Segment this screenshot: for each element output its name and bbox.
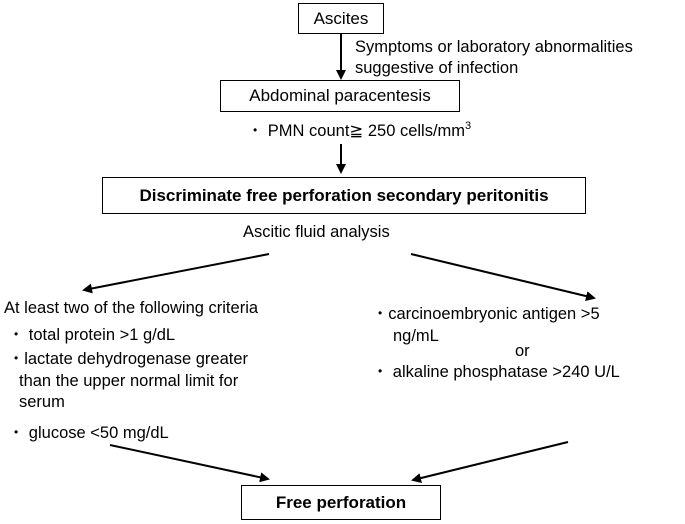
left-criterion-ldh: lactate dehydrogenase greater than the u…: [14, 349, 248, 413]
right-criterion-cea: carcinoembryonic antigen >5 ng/mL: [378, 304, 600, 347]
pmn-count-criterion: PMN count≧ 250 cells/mm3: [253, 121, 471, 143]
infection-note-line1: Symptoms or laboratory abnormalities: [355, 38, 633, 56]
right-criterion-alp: alkaline phosphatase >240 U/L: [378, 362, 620, 384]
pmn-symbol: ≧: [349, 122, 364, 140]
left-criterion-total-protein-text: total protein >1 g/dL: [28, 326, 176, 344]
cea-line1: carcinoembryonic antigen >5: [388, 305, 600, 323]
paracentesis-box: Abdominal paracentesis: [220, 80, 460, 112]
pmn-prefix: PMN count: [267, 122, 350, 140]
paracentesis-label: Abdominal paracentesis: [249, 86, 431, 105]
discriminate-box: Discriminate free perforation secondary …: [102, 177, 586, 214]
right-criterion-alp-text: alkaline phosphatase >240 U/L: [392, 363, 620, 381]
ldh-line1: lactate dehydrogenase greater: [24, 350, 249, 368]
ldh-line2: than the upper normal limit for: [19, 372, 239, 390]
arrow-left-criteria-to-free-perforation: [109, 444, 270, 483]
pmn-value: 250 cells/mm: [367, 122, 466, 140]
arrow-right-criteria-to-free-perforation: [411, 441, 569, 483]
ascites-box: Ascites: [298, 3, 384, 34]
right-criteria-or: or: [515, 342, 530, 360]
free-perforation-box: Free perforation: [241, 485, 441, 520]
free-perforation-label: Free perforation: [275, 492, 407, 512]
left-criteria-heading: At least two of the following criteria: [4, 299, 259, 317]
infection-note-line2: suggestive of infection: [355, 59, 519, 77]
left-criterion-glucose: glucose <50 mg/dL: [14, 423, 169, 445]
infection-note: Symptoms or laboratory abnormalities sug…: [355, 37, 633, 79]
ldh-line3: serum: [19, 393, 65, 411]
left-criterion-total-protein: total protein >1 g/dL: [14, 325, 175, 347]
ascitic-fluid-analysis: Ascitic fluid analysis: [243, 223, 390, 241]
ascites-label: Ascites: [313, 8, 369, 28]
left-criterion-glucose-text: glucose <50 mg/dL: [28, 424, 169, 442]
cea-line2: ng/mL: [393, 327, 439, 345]
arrow-analysis-to-right-criteria: [410, 253, 596, 301]
arrow-analysis-to-left-criteria: [82, 253, 270, 294]
pmn-superscript: 3: [465, 120, 472, 132]
discriminate-label: Discriminate free perforation secondary …: [139, 185, 549, 205]
